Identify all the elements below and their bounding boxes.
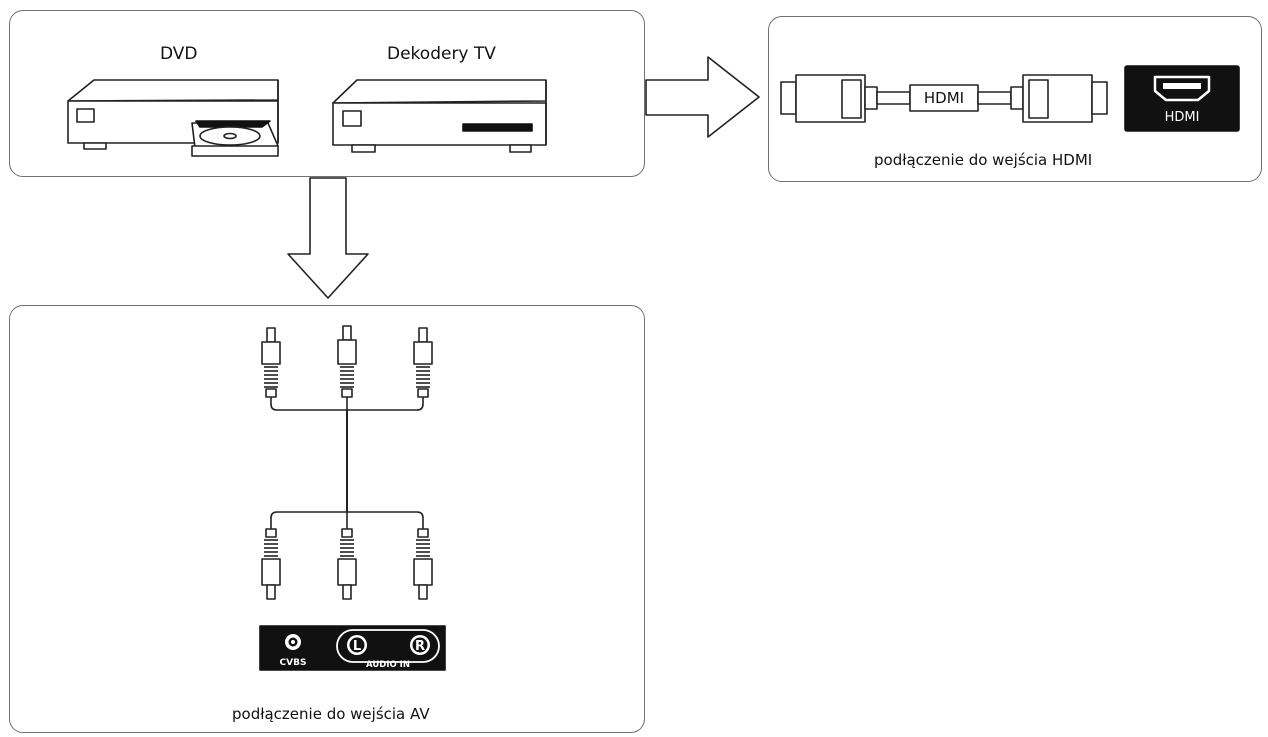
hdmi-port-label: HDMI [1165, 110, 1200, 125]
cvbs-label: CVBS [280, 658, 307, 668]
decoder-label: Dekodery TV [387, 44, 496, 64]
decoder-box-icon [332, 79, 547, 153]
audio-in-label: AUDIO IN [366, 660, 410, 670]
rca-cable-icon [261, 325, 433, 600]
audio-right-jack-icon [410, 635, 430, 655]
rca-plug-bottom-right [413, 528, 433, 600]
rca-plug-bottom-left [261, 528, 281, 600]
dvd-player-icon [67, 79, 279, 157]
rca-plug-top-left [261, 327, 281, 398]
rca-plug-top-middle [337, 325, 357, 398]
audio-left-jack-icon [347, 635, 367, 655]
audio-left-label: L [353, 639, 361, 654]
av-caption: podłączenie do wejścia AV [232, 705, 430, 723]
av-input-plate-icon [259, 625, 446, 671]
cvbs-jack-icon [285, 634, 301, 650]
hdmi-cable-label: HDMI [924, 89, 964, 107]
hdmi-cable-icon [780, 74, 1108, 123]
arrow-down-to-av [287, 177, 369, 299]
hdmi-caption: podłączenie do wejścia HDMI [874, 151, 1093, 169]
rca-plug-bottom-middle [337, 528, 357, 600]
hdmi-port-icon [1124, 65, 1240, 132]
av-connection-panel [9, 305, 645, 733]
rca-plug-top-right [413, 327, 433, 398]
arrow-right-to-hdmi [645, 56, 760, 138]
dvd-label: DVD [160, 44, 198, 64]
audio-right-label: R [415, 639, 425, 654]
